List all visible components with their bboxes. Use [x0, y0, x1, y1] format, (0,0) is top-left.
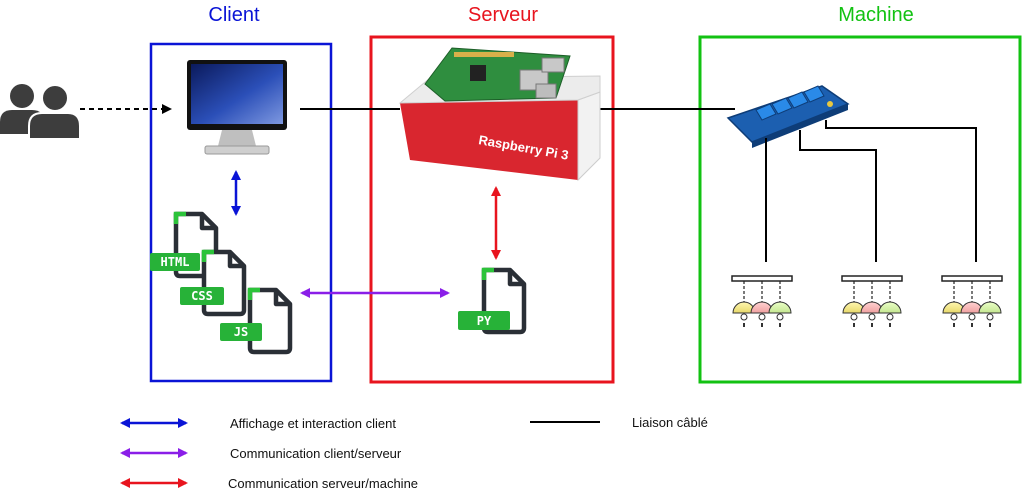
html-badge: HTML [150, 253, 200, 271]
light-fixture-icon [941, 275, 1003, 328]
legend-purple-text: Communication client/serveur [230, 446, 402, 461]
js-badge: JS [220, 323, 262, 341]
wire-relay-fixture-2 [799, 130, 877, 262]
file-icon [250, 290, 290, 352]
css-badge: CSS [180, 287, 224, 305]
legend-blue-text: Affichage et interaction client [230, 416, 396, 431]
py-label: PY [477, 314, 492, 328]
raspberry-pi-icon: Raspberry Pi 3 [398, 47, 601, 182]
legend-wire-text: Liaison câblé [632, 415, 708, 430]
client-box [149, 42, 333, 383]
light-fixture-icon [731, 275, 793, 328]
html-label: HTML [161, 255, 190, 269]
light-fixture-icon [841, 275, 903, 328]
js-label: JS [234, 325, 248, 339]
wire-relay-fixture-3 [825, 120, 977, 262]
monitor-icon [187, 60, 287, 155]
css-label: CSS [191, 289, 213, 303]
relay-board-icon [726, 85, 850, 148]
machine-box [698, 35, 1022, 384]
py-badge: PY [458, 311, 510, 330]
users-icon [0, 84, 81, 140]
client-title: Client [208, 4, 260, 26]
machine-title: Machine [838, 4, 914, 26]
serveur-box [369, 35, 615, 384]
serveur-title: Serveur [468, 4, 538, 26]
legend-red-text: Communication serveur/machine [228, 476, 418, 491]
legend: Affichage et interaction client Communic… [120, 415, 708, 491]
